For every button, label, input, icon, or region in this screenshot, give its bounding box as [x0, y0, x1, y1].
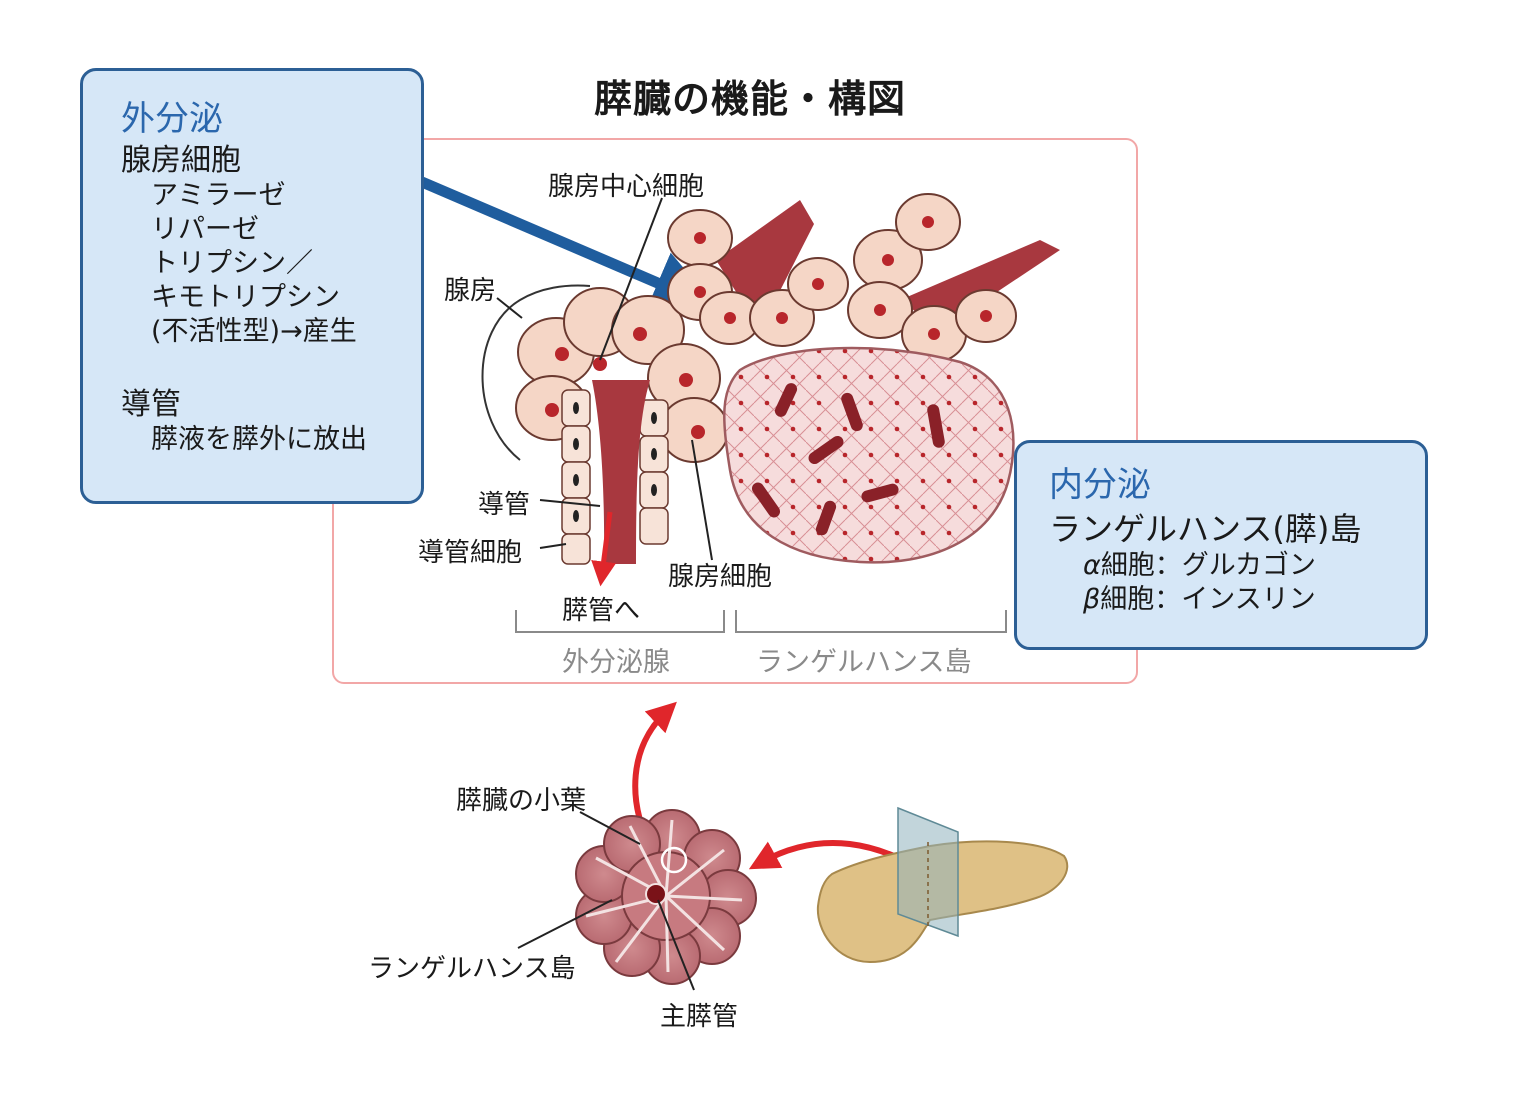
islet-title: ランゲルハンス(膵)島	[1049, 510, 1362, 548]
islet-illustration	[723, 346, 1015, 564]
label-lobule-islet: ランゲルハンス島	[368, 954, 576, 984]
label-islet-region: ランゲルハンス島	[756, 647, 972, 678]
enzyme-lipase: リパーゼ	[151, 214, 259, 245]
endocrine-panel: 内分泌 ランゲルハンス(膵)島 α細胞：グルカゴン β細胞：インスリン	[1014, 440, 1428, 650]
label-exocrine-gland: 外分泌腺	[562, 647, 670, 678]
label-duct: 導管	[478, 490, 531, 520]
beta-cell-row: β細胞：インスリン	[1049, 583, 1425, 617]
acinar-cell-title: 腺房細胞	[121, 143, 241, 178]
label-to-pancreatic-duct: 膵管へ	[562, 596, 641, 626]
label-centroacinar-cell: 腺房中心細胞	[548, 172, 705, 202]
pancreas-illustration	[816, 806, 1069, 964]
acinus-illustration	[481, 284, 729, 587]
beta-cell-text: 細胞：インスリン	[1100, 584, 1316, 615]
label-main-duct: 主膵管	[660, 1002, 739, 1032]
diagram-title: 膵臓の機能・構図	[593, 77, 906, 121]
upper-acini-illustration	[667, 193, 1060, 363]
exocrine-panel: 外分泌 腺房細胞 アミラーゼ リパーゼ トリプシン／ キモトリプシン (不活性型…	[80, 68, 424, 504]
lobule-cross-section	[575, 809, 757, 985]
lobule-leader-lines	[517, 811, 695, 991]
label-lobule: 膵臓の小葉	[456, 786, 587, 816]
label-duct-cell: 導管細胞	[418, 538, 523, 568]
duct-description: 膵液を膵外に放出	[151, 424, 367, 455]
duct-title: 導管	[121, 387, 181, 422]
endocrine-heading: 内分泌	[1049, 465, 1151, 505]
exocrine-pointer-arrow	[419, 176, 719, 314]
enzyme-amylase: アミラーゼ	[151, 180, 286, 211]
enzyme-trypsin: トリプシン／	[151, 248, 313, 279]
region-brackets	[515, 610, 1007, 633]
alpha-symbol: α	[1083, 550, 1101, 581]
beta-symbol: β	[1083, 584, 1101, 615]
duct-flow-arrow	[591, 511, 616, 587]
label-acinus: 腺房	[444, 276, 497, 306]
enzyme-inactive-note: (不活性型)→産生	[151, 316, 357, 347]
label-acinar-cell: 腺房細胞	[668, 562, 773, 592]
alpha-cell-row: α細胞：グルカゴン	[1049, 549, 1425, 583]
enzyme-chymotrypsin: キモトリプシン	[151, 282, 340, 313]
exocrine-heading: 外分泌	[121, 99, 223, 139]
label-leader-lines	[496, 197, 713, 561]
alpha-cell-text: 細胞：グルカゴン	[1100, 550, 1317, 581]
